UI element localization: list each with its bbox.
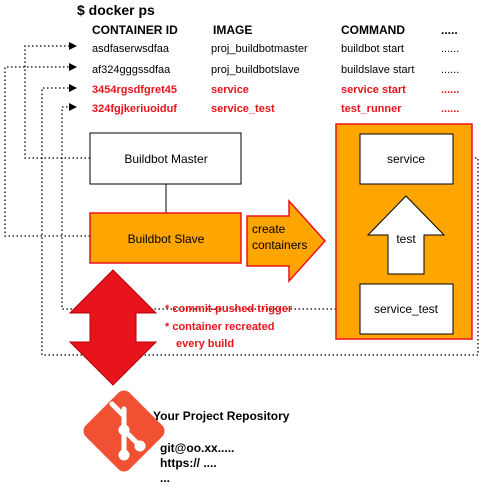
row-image: service <box>211 84 249 96</box>
row-container-id: asdfaserwsdfaa <box>92 43 170 55</box>
table-row: 3454rgsdfgret45 service service start ..… <box>92 84 459 96</box>
create-containers-label-1: create <box>252 222 286 236</box>
service-test-box <box>359 283 454 335</box>
buildbot-master-box <box>89 132 242 185</box>
buildbot-slave-box <box>89 212 242 264</box>
note-container-recreated: * container recreated <box>165 321 274 333</box>
row-container-id: 3454rgsdfgret45 <box>92 84 177 96</box>
repo-url-more: ... <box>160 471 170 485</box>
row-container-id: af324gggssdfaa <box>92 64 171 76</box>
repo-title: Your Project Repository <box>153 409 290 423</box>
row-more: ...... <box>441 84 459 96</box>
trigger-double-arrow <box>68 269 158 386</box>
row-image: proj_buildbotslave <box>211 64 300 76</box>
row-container-id: 324fgjkeriuoiduf <box>92 103 177 115</box>
row-more: ...... <box>441 43 459 55</box>
connector-master-row <box>24 42 90 159</box>
service-test-label: service_test <box>374 302 439 316</box>
row-command: service start <box>341 84 406 96</box>
row-more: ...... <box>441 103 459 115</box>
test-arrow <box>366 195 446 275</box>
repo-url-https: https:// .... <box>160 456 217 470</box>
header-container-id: CONTAINER ID <box>92 23 178 37</box>
header-more: ..... <box>441 23 458 37</box>
service-label: service <box>387 152 425 166</box>
buildbot-slave-label: Buildbot Slave <box>128 232 205 246</box>
row-image: proj_buildbotmaster <box>211 43 308 55</box>
table-row: af324gggssdfaa proj_buildbotslave builds… <box>92 64 459 76</box>
create-containers-arrow <box>246 199 327 283</box>
docker-ps-command: $ docker ps <box>77 2 155 18</box>
row-more: ...... <box>441 64 459 76</box>
note-commit-trigger: * commit-pushed trigger <box>165 303 293 315</box>
buildbot-master-label: Buildbot Master <box>124 152 207 166</box>
test-label: test <box>396 232 416 246</box>
repo-url-git: git@oo.xx..... <box>160 441 234 455</box>
connector-service-row <box>41 84 479 356</box>
note-every-build: every build <box>176 338 234 350</box>
row-command: buildslave start <box>341 64 414 76</box>
header-command: COMMAND <box>341 23 405 37</box>
connector-service-test-row <box>61 103 360 310</box>
header-image: IMAGE <box>213 23 252 37</box>
table-row: 324fgjkeriuoiduf service_test test_runne… <box>92 103 459 115</box>
create-containers-label-2: containers <box>252 238 307 252</box>
service-box <box>359 133 454 185</box>
table-row: asdfaserwsdfaa proj_buildbotmaster build… <box>92 43 459 55</box>
row-image: service_test <box>211 103 275 115</box>
connector-slave-row <box>4 63 90 237</box>
row-command: test_runner <box>341 103 402 115</box>
git-logo-icon <box>83 390 165 472</box>
row-command: buildbot start <box>341 43 404 55</box>
